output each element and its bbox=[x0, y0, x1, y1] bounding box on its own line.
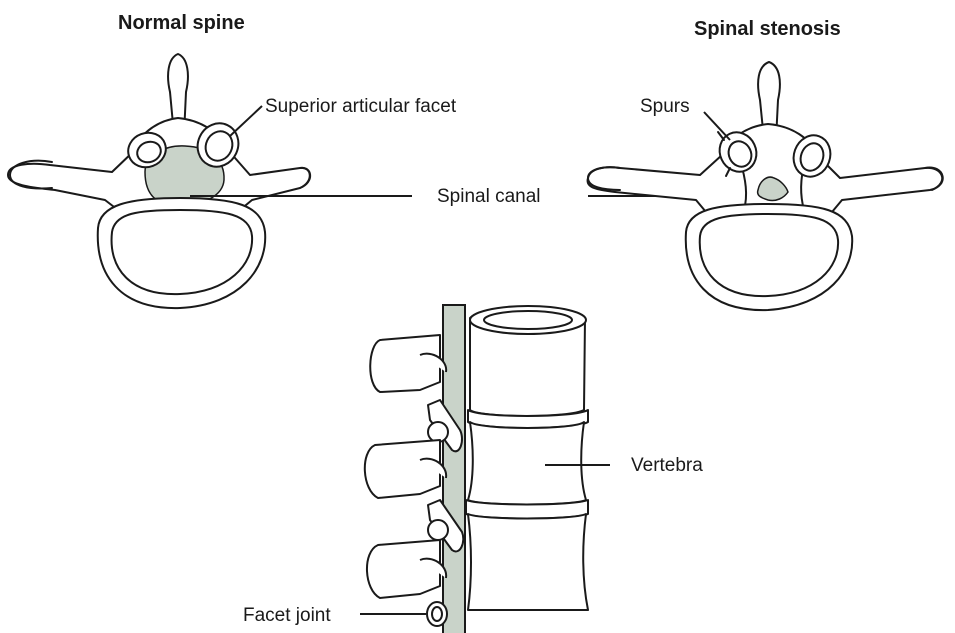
spurs-leader bbox=[704, 112, 730, 140]
label-superior-articular-facet: Superior articular facet bbox=[265, 96, 457, 117]
label-vertebra: Vertebra bbox=[631, 455, 703, 476]
label-spurs: Spurs bbox=[640, 96, 690, 117]
label-spinal-canal: Spinal canal bbox=[437, 186, 541, 207]
title-normal-spine: Normal spine bbox=[118, 12, 245, 34]
spine-column-side-view bbox=[365, 305, 588, 633]
title-spinal-stenosis: Spinal stenosis bbox=[694, 18, 841, 40]
normal-vertebra-illustration bbox=[8, 54, 310, 308]
label-facet-joint: Facet joint bbox=[243, 605, 331, 626]
superior-facet-leader bbox=[230, 106, 262, 136]
